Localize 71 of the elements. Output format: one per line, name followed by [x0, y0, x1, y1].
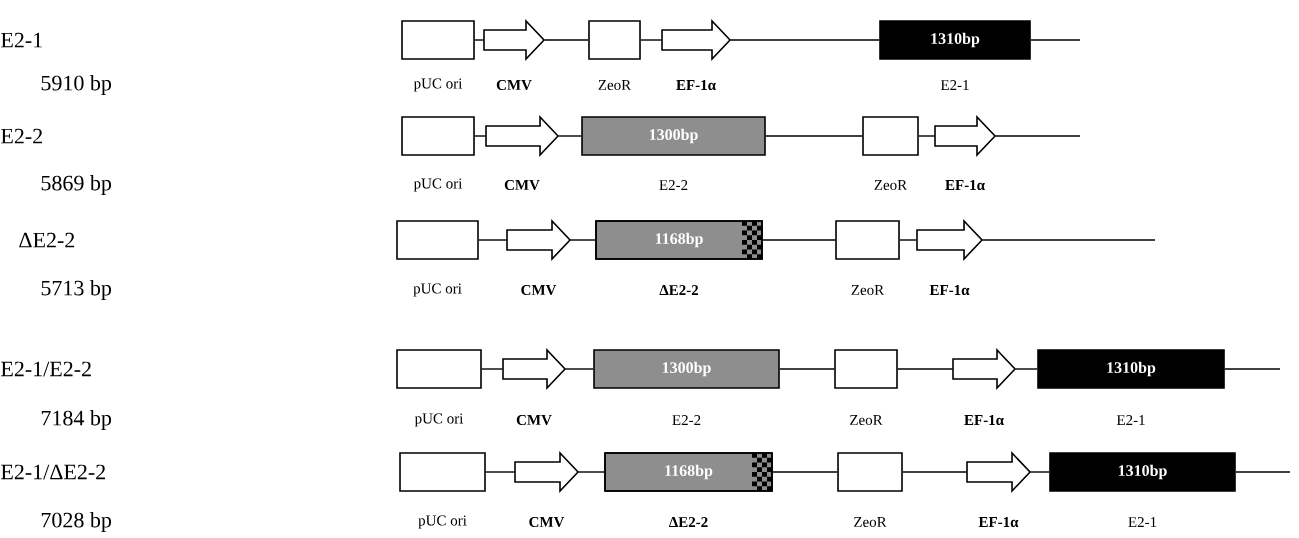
- element-label: CMV: [496, 79, 532, 91]
- gene-box: 1300bp: [581, 116, 766, 156]
- connecting-line: [569, 239, 596, 241]
- construct-label: E2-1/ΔE2-2: [1, 464, 105, 480]
- element-label: EF-1α: [676, 80, 716, 91]
- connecting-line: [772, 471, 838, 473]
- construct-label: 5869 bp: [41, 175, 112, 195]
- element-label: ΔE2-2: [659, 285, 699, 295]
- construct-label: ΔE2-2: [19, 232, 75, 248]
- element-label: ΔE2-2: [669, 517, 708, 527]
- element-label: ZeoR: [850, 415, 883, 425]
- connecting-line: [564, 368, 594, 370]
- connecting-line: [640, 39, 663, 41]
- construct-label: 7028 bp: [41, 512, 112, 532]
- construct-label: E2-1/E2-2: [1, 361, 91, 377]
- element-label: E2-1: [940, 80, 969, 90]
- element-label: pUC ori: [413, 78, 463, 92]
- connecting-line: [1224, 368, 1281, 370]
- element-label: EF-1α: [978, 516, 1019, 528]
- construct-label: E2-2: [1, 128, 42, 144]
- connecting-line: [577, 471, 605, 473]
- gene-box: 1168bp: [604, 452, 773, 492]
- connecting-line: [994, 135, 1081, 137]
- connecting-line: [1235, 471, 1291, 473]
- element-label: EF-1α: [945, 179, 985, 191]
- construct-label: E2-1: [1, 32, 42, 48]
- construct-label: 5910 bp: [41, 75, 112, 95]
- element-label: pUC ori: [414, 413, 464, 427]
- connecting-line: [981, 239, 1156, 241]
- element-label: CMV: [521, 284, 557, 296]
- element-label: E2-2: [672, 415, 701, 425]
- connecting-line: [474, 39, 485, 41]
- element-label: pUC ori: [413, 283, 462, 297]
- connecting-line: [897, 368, 954, 370]
- connecting-line: [1014, 368, 1038, 370]
- element-label: E2-2: [659, 180, 688, 190]
- connecting-line: [918, 135, 936, 137]
- element-label: CMV: [516, 414, 552, 426]
- connecting-line: [478, 239, 508, 241]
- gene-box: 1168bp: [595, 220, 763, 260]
- element-label: E2-1: [1116, 415, 1145, 425]
- gene-box: 1310bp: [879, 20, 1031, 60]
- construct-label: 7184 bp: [41, 410, 112, 430]
- connecting-line: [779, 368, 835, 370]
- connecting-line: [474, 135, 487, 137]
- gene-box: 1310bp: [1049, 452, 1236, 492]
- element-label: pUC ori: [418, 515, 467, 529]
- element-label: pUC ori: [413, 178, 463, 192]
- connecting-line: [762, 239, 836, 241]
- connecting-line: [902, 471, 968, 473]
- element-label: E2-1: [1128, 517, 1157, 527]
- connecting-line: [481, 368, 504, 370]
- element-label: ZeoR: [598, 80, 632, 90]
- connecting-line: [1029, 471, 1050, 473]
- element-label: ZeoR: [874, 180, 908, 190]
- element-label: EF-1α: [929, 284, 970, 296]
- element-label: CMV: [529, 516, 565, 528]
- gene-box: 1310bp: [1037, 349, 1225, 389]
- construct-label: 5713 bp: [41, 280, 112, 300]
- element-label: CMV: [504, 179, 540, 191]
- connecting-line: [1030, 39, 1081, 41]
- connecting-line: [899, 239, 918, 241]
- element-label: ZeoR: [854, 517, 887, 527]
- connecting-line: [765, 135, 863, 137]
- connecting-line: [729, 39, 880, 41]
- connecting-line: [557, 135, 582, 137]
- gene-box: 1300bp: [593, 349, 780, 389]
- connecting-line: [543, 39, 589, 41]
- element-label: ZeoR: [851, 285, 885, 295]
- connecting-line: [485, 471, 516, 473]
- element-label: EF-1α: [964, 414, 1004, 426]
